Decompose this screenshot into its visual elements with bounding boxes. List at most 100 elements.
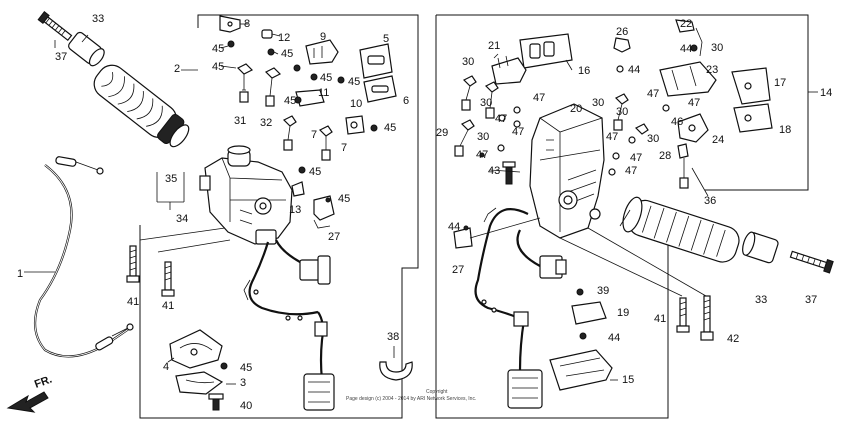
callout-c11: 11 (318, 87, 329, 99)
callout-c45h: 45 (309, 166, 321, 178)
callout-c41b: 41 (162, 300, 174, 312)
right-small-parts (454, 19, 773, 189)
left-grip-weight (68, 31, 105, 67)
callout-c1: 1 (17, 268, 23, 280)
front-direction-arrow (6, 391, 49, 413)
callout-c41a: 41 (127, 296, 139, 308)
callout-c7a: 7 (311, 129, 317, 141)
callout-c16: 16 (578, 65, 590, 77)
callout-c3: 3 (240, 377, 246, 389)
callout-c23: 23 (706, 64, 718, 76)
callout-c30f: 30 (477, 131, 489, 143)
cable-tie (379, 346, 413, 381)
callout-brackets-left (54, 34, 185, 210)
left-assembly-frame (139, 14, 419, 419)
callout-c2: 2 (174, 63, 180, 75)
callout-c30c: 30 (480, 97, 492, 109)
callout-c44b: 44 (628, 64, 640, 76)
callout-c47g: 47 (476, 149, 488, 161)
callout-c28: 28 (659, 150, 671, 162)
callout-c41c: 41 (654, 313, 666, 325)
callout-c26: 26 (616, 26, 628, 38)
callout-c27r: 27 (452, 264, 464, 276)
callout-c37r: 37 (805, 294, 817, 306)
right-switch-housing (529, 103, 605, 239)
copyright-label: Copyright (426, 389, 448, 395)
callout-c33r: 33 (755, 294, 767, 306)
callout-c5: 5 (383, 33, 389, 45)
callout-c4: 4 (163, 361, 169, 373)
callout-c14: 14 (820, 87, 832, 99)
callout-c20: 20 (570, 103, 582, 115)
callout-c36: 36 (704, 195, 716, 207)
callout-c30e: 30 (616, 106, 628, 118)
left-wiring-harness (243, 239, 335, 411)
callout-c34: 34 (176, 213, 188, 225)
callout-c45f: 45 (284, 95, 296, 107)
callout-c37l: 37 (55, 51, 67, 63)
callout-c9: 9 (320, 31, 326, 43)
right-grip-end-bolt (789, 250, 834, 274)
callout-c45e: 45 (348, 76, 360, 88)
right-assembly-frame (435, 14, 818, 419)
callout-c44d: 44 (608, 332, 620, 344)
right-grip (622, 196, 740, 263)
callout-c40: 40 (240, 400, 252, 412)
callout-c19: 19 (617, 307, 629, 319)
copyright-notice: Page design (c) 2004 - 2014 by ARI Netwo… (346, 396, 476, 402)
callout-c30g: 30 (647, 133, 659, 145)
callout-c46: 46 (671, 116, 683, 128)
throttle-cable (24, 156, 134, 358)
callout-c45j: 45 (240, 362, 252, 374)
callout-c47h: 47 (630, 152, 642, 164)
callout-c27l: 27 (328, 231, 340, 243)
callout-c31: 31 (234, 115, 246, 127)
callout-c22: 22 (680, 18, 692, 30)
callout-c47e: 47 (512, 126, 524, 138)
callout-c44a: 44 (680, 43, 692, 55)
callout-c47b: 47 (647, 88, 659, 100)
callout-c12: 12 (278, 32, 290, 44)
left-clamps (167, 329, 236, 411)
callout-c32: 32 (260, 117, 272, 129)
left-grip-end-bolt (37, 11, 73, 42)
callout-c39: 39 (597, 285, 609, 297)
callout-c45g: 45 (384, 122, 396, 134)
callout-c45d: 45 (320, 72, 332, 84)
callout-c24: 24 (712, 134, 724, 146)
callout-c47f: 47 (606, 131, 618, 143)
callout-c18: 18 (779, 124, 791, 136)
callout-c47d: 47 (495, 113, 507, 125)
front-direction-label: FR. (33, 373, 54, 390)
callout-c30d: 30 (592, 97, 604, 109)
right-wiring-harness (474, 207, 567, 409)
callout-c30b: 30 (462, 56, 474, 68)
callout-c38: 38 (387, 331, 399, 343)
callout-c17: 17 (774, 77, 786, 89)
callout-c45b: 45 (212, 61, 224, 73)
callout-c33l: 33 (92, 13, 104, 25)
callout-c44c: 44 (448, 221, 460, 233)
callout-c15: 15 (622, 374, 634, 386)
callout-c45i: 45 (338, 193, 350, 205)
callout-c42: 42 (727, 333, 739, 345)
callout-c45c: 45 (281, 48, 293, 60)
left-switch-housing (139, 145, 293, 253)
callout-c47c: 47 (688, 97, 700, 109)
right-grip-weight (742, 231, 779, 264)
callout-c45a: 45 (212, 43, 224, 55)
callout-c47a: 47 (533, 92, 545, 104)
callout-c21: 21 (488, 40, 500, 52)
callout-c35: 35 (165, 173, 177, 185)
callout-c7b: 7 (341, 142, 347, 154)
callout-c29: 29 (436, 127, 448, 139)
callout-c13: 13 (289, 204, 301, 216)
callout-c47i: 47 (625, 165, 637, 177)
callout-c8: 8 (244, 18, 250, 30)
callout-c10: 10 (350, 98, 362, 110)
callout-c30a: 30 (711, 42, 723, 54)
callout-c6: 6 (403, 95, 409, 107)
left-small-parts (219, 15, 397, 229)
